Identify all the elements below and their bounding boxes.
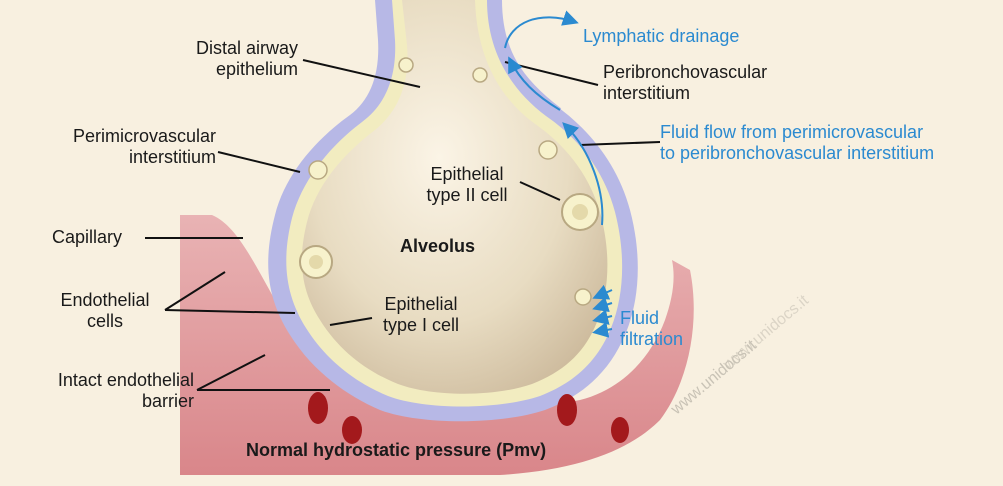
label-lymphatic-drainage: Lymphatic drainage <box>583 26 739 47</box>
lymphatic-drainage-arrow <box>505 17 575 48</box>
label-epithelial-type-ii-cell: Epithelial type II cell <box>400 164 534 206</box>
label-caption: Normal hydrostatic pressure (Pmv) <box>246 440 546 461</box>
label-epithelial-type-i-cell: Epithelial type I cell <box>366 294 476 336</box>
label-alveolus: Alveolus <box>400 236 475 257</box>
red-blood-cell <box>557 394 577 426</box>
label-distal-airway-epithelium: Distal airway epithelium <box>150 38 298 80</box>
label-perimicrovascular-interstitium: Perimicrovascular interstitium <box>20 126 216 168</box>
red-blood-cell <box>611 417 629 443</box>
red-blood-cell <box>308 392 328 424</box>
label-peribronchovascular-interstitium: Peribronchovascular interstitium <box>603 62 767 104</box>
label-fluid-filtration: Fluid filtration <box>620 308 683 350</box>
label-fluid-flow: Fluid flow from perimicrovascular to per… <box>660 122 934 164</box>
label-capillary: Capillary <box>52 227 122 248</box>
label-endothelial-cells: Endothelial cells <box>40 290 170 332</box>
label-intact-endothelial-barrier: Intact endothelial barrier <box>18 370 194 412</box>
